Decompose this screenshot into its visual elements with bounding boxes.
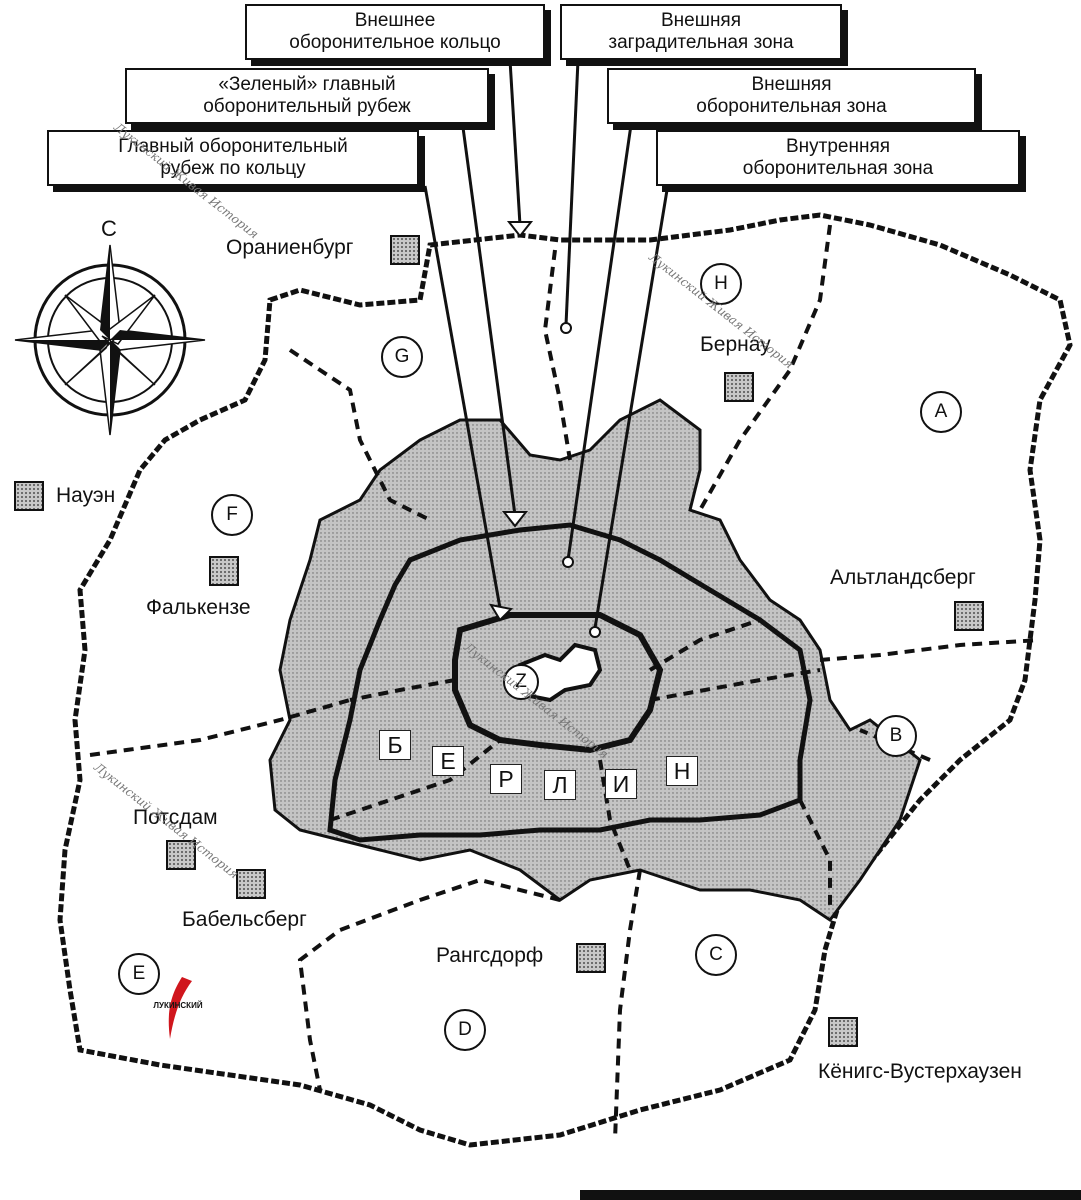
- town-falkensee-marker: [209, 556, 239, 586]
- sector-z-marker: Z: [503, 664, 539, 700]
- callout-arrows: [423, 59, 670, 629]
- zone-marker: [589, 626, 601, 638]
- zone-marker: [562, 556, 574, 568]
- town-potsdam-label: Потсдам: [133, 806, 218, 829]
- town-oranienburg-label: Ораниенбург: [226, 236, 354, 259]
- zone-marker: [560, 322, 572, 334]
- outer-defensive-ring: [57, 212, 1073, 1148]
- town-rangsdorf-label: Рангсдорф: [436, 944, 544, 967]
- city-letter: Б: [379, 730, 411, 760]
- sector-a-marker: A: [920, 391, 962, 433]
- callout-outer-defensive-ring: Внешнее оборонительное кольцо: [245, 4, 545, 60]
- sector-b-marker: B: [875, 715, 917, 757]
- sector-f-marker: F: [211, 494, 253, 536]
- lukinsky-logo: ЛУКИНСКИЙ: [152, 975, 204, 1041]
- town-koenigs-wusterhausen-marker: [828, 1017, 858, 1047]
- town-nauen-marker: [14, 481, 44, 511]
- town-babelsberg-marker: [236, 869, 266, 899]
- callout-outer-defensive-zone: Внешняя оборонительная зона: [607, 68, 976, 124]
- sector-c-marker: C: [695, 934, 737, 976]
- callout-inner-defensive-zone: Внутренняя оборонительная зона: [656, 130, 1020, 186]
- town-bernau-label: Бернау: [700, 333, 771, 356]
- callout-green-main-line: «Зеленый» главный оборонительный рубеж: [125, 68, 489, 124]
- town-altlandsberg-marker: [954, 601, 984, 631]
- logo-text: ЛУКИНСКИЙ: [153, 1001, 203, 1010]
- compass-rose: [14, 244, 206, 436]
- town-babelsberg-label: Бабельсберг: [182, 908, 307, 931]
- town-bernau-marker: [724, 372, 754, 402]
- sector-dividers: [89, 224, 1041, 1141]
- main-ring-line: [327, 522, 813, 843]
- city-letter: Р: [490, 764, 522, 794]
- town-nauen-label: Науэн: [56, 484, 116, 507]
- town-falkensee-label: Фалькензе: [146, 596, 251, 619]
- town-rangsdorf-marker: [576, 943, 606, 973]
- town-koenigs-wusterhausen-label: Кёнигс-Вустерхаузен: [818, 1060, 1022, 1083]
- logo-swoosh-icon: [168, 977, 192, 1039]
- compass-north-label: С: [101, 216, 117, 241]
- sector-e-marker: E: [118, 953, 160, 995]
- sector-g-marker: G: [381, 336, 423, 378]
- inner-defensive-zone-ring: [452, 612, 664, 754]
- city-letter: Е: [432, 746, 464, 776]
- callout-outer-barrier-zone: Внешняя заградительная зона: [560, 4, 842, 60]
- sector-h-marker: H: [700, 263, 742, 305]
- city-letter: И: [605, 769, 637, 799]
- sector-d-marker: D: [444, 1009, 486, 1051]
- scan-edge: [580, 1190, 1081, 1200]
- city-letter: Н: [666, 756, 698, 786]
- citadel-zone: [517, 642, 603, 703]
- town-altlandsberg-label: Альтландсберг: [830, 566, 976, 589]
- arrow-heads: [488, 221, 534, 622]
- town-oranienburg-marker: [390, 235, 420, 265]
- town-potsdam-marker: [166, 840, 196, 870]
- callout-main-ring-line: Главный оборонительный рубеж по кольцу: [47, 130, 419, 186]
- city-letter: Л: [544, 770, 576, 800]
